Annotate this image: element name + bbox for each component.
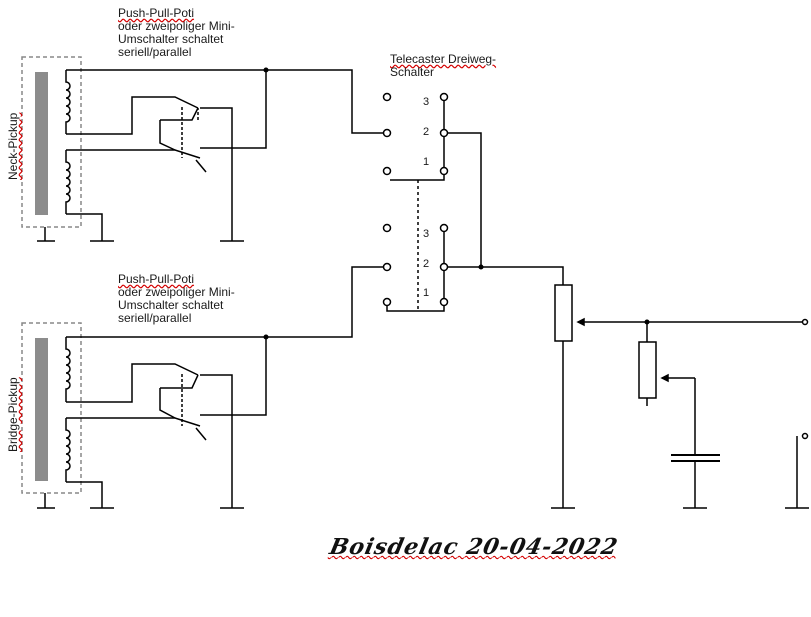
neck-pickup-outline	[21, 56, 82, 228]
bridge-pickup-core	[35, 338, 48, 481]
bridge-pickup-outline	[21, 322, 82, 494]
neck-coil-upper	[65, 70, 71, 134]
switch-bottom-pos-3: 3	[423, 228, 430, 240]
switch-bottom-pos-1: 1	[423, 287, 430, 299]
switch-bottom-pos-2: 2	[423, 258, 430, 270]
signature: Boisdelac 20-04-2022	[327, 534, 621, 560]
bridge-coil-lower	[65, 418, 71, 482]
switch-title-label: Telecaster Dreiweg- Schalter	[390, 52, 497, 79]
bridge-pickup	[21, 322, 82, 509]
push-pull-label-top: Push-Pull-Poti oder zweipoliger Mini- Um…	[118, 6, 235, 59]
neck-pickup-label: Neck-Pickup	[6, 112, 20, 180]
push-pull-label-bottom: Push-Pull-Poti oder zweipoliger Mini- Um…	[118, 272, 235, 325]
neck-coil-lower	[65, 150, 71, 214]
tone-pot	[638, 322, 720, 509]
neck-pickup	[21, 56, 82, 242]
neck-pickup-core	[35, 72, 48, 215]
bridge-pickup-label: Bridge-Pickup	[6, 377, 20, 452]
three-way-switch	[382, 92, 482, 312]
switch-top-pos-1: 1	[423, 156, 430, 168]
switch-top-pos-3: 3	[423, 96, 430, 108]
output-ground	[785, 432, 809, 509]
switch-top-pos-2: 2	[423, 126, 430, 138]
bridge-coil-upper	[65, 337, 71, 402]
volume-pot	[551, 284, 809, 509]
